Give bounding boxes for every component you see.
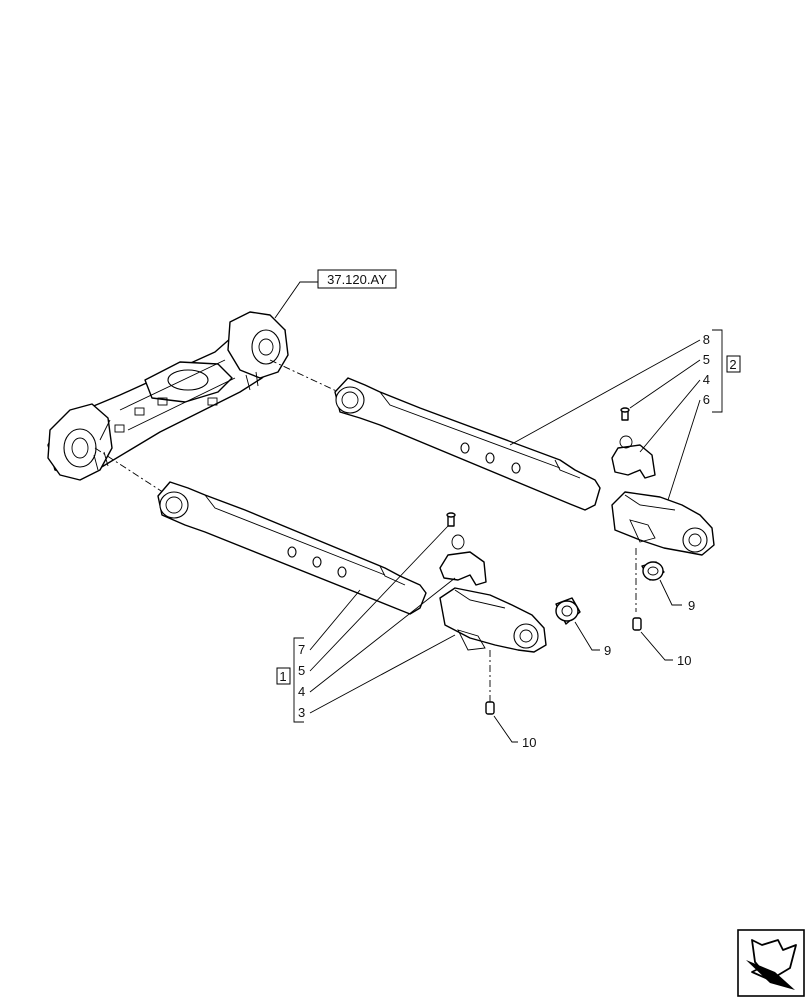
group-2-callouts: 2 8 5 4 6 (509, 329, 741, 501)
group-1-label: 1 (279, 669, 286, 684)
group-1-callouts: 1 7 5 4 3 (276, 525, 456, 723)
lift-arm-lower (157, 481, 427, 615)
bushing-callouts: 9 9 (574, 579, 695, 658)
upper-latch-and-hook (611, 407, 715, 556)
callout-4-upper: 4 (703, 372, 710, 387)
pin-callouts: 10 10 (493, 631, 691, 750)
reference-leader (274, 281, 318, 319)
lower-pin (485, 701, 495, 715)
callout-4-lower: 4 (298, 684, 305, 699)
next-page-arrow-icon[interactable] (737, 929, 805, 997)
callout-6: 6 (703, 392, 710, 407)
callout-3: 3 (298, 705, 305, 720)
reference-label: 37.120.AY (327, 272, 387, 287)
callout-9-upper: 9 (688, 598, 695, 613)
callout-10-upper: 10 (677, 653, 691, 668)
callout-9-lower: 9 (604, 643, 611, 658)
callout-7: 7 (298, 642, 305, 657)
lift-arm-upper (334, 377, 601, 511)
lower-bushing (555, 597, 581, 625)
upper-pin (632, 617, 642, 631)
lower-latch-and-hook (439, 512, 547, 653)
reference-box[interactable]: 37.120.AY (317, 269, 397, 289)
group-2-label: 2 (729, 357, 736, 372)
callout-5-upper: 5 (703, 352, 710, 367)
callout-10-lower: 10 (522, 735, 536, 750)
upper-bushing (641, 561, 665, 581)
callout-8: 8 (703, 332, 710, 347)
axle-housing (47, 311, 289, 481)
callout-5-lower: 5 (298, 663, 305, 678)
